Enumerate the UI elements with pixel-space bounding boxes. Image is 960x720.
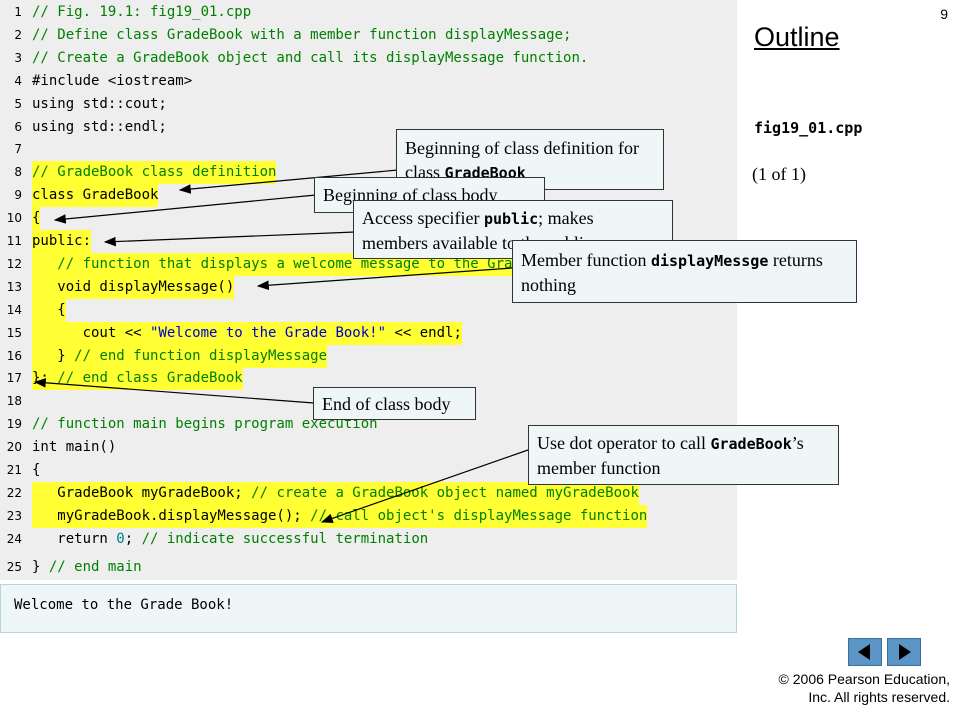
line-code: // GradeBook class definition: [32, 161, 277, 185]
program-output-text: Welcome to the Grade Book!: [14, 597, 234, 613]
line-number: 3: [14, 50, 22, 65]
code-line: 3 // Create a GradeBook object and call i…: [0, 47, 737, 70]
line-number: 5: [14, 96, 22, 111]
outline-link[interactable]: Outline: [754, 22, 840, 52]
code-line: 10 {: [0, 207, 737, 231]
line-number: 9: [14, 188, 22, 203]
copyright-line-1: 2006 Pearson Education,: [788, 671, 950, 687]
callout-code: GradeBook: [710, 435, 792, 453]
code-line: 21 {: [0, 459, 737, 482]
code-line: 23 myGradeBook.displayMessage(); // call…: [0, 504, 737, 528]
code-line: 14 {: [0, 298, 737, 322]
line-code: return 0; // indicate successful termina…: [32, 530, 429, 547]
code-line: 6 using std::endl;: [0, 116, 737, 139]
line-code: GradeBook myGradeBook; // create a Grade…: [32, 481, 639, 505]
triangle-right-icon: [899, 644, 911, 660]
line-number: 11: [6, 234, 22, 248]
line-number: 22: [6, 485, 22, 500]
line-number: 13: [6, 279, 22, 294]
line-code: // Fig. 19.1: fig19_01.cpp: [32, 4, 252, 20]
callout-text: Member function: [521, 250, 651, 270]
copyright-line-2: Inc. All rights reserved.: [808, 689, 950, 705]
code-line: 20 int main(): [0, 436, 737, 459]
line-number: 19: [6, 417, 22, 432]
line-code: // Create a GradeBook object and call it…: [32, 49, 589, 66]
previous-slide-button[interactable]: [848, 638, 882, 666]
line-code: } // end function displayMessage: [32, 344, 328, 368]
line-code: cout << "Welcome to the Grade Book!" << …: [32, 321, 462, 345]
triangle-left-icon: [858, 644, 870, 660]
line-code: } // end main: [32, 559, 142, 575]
code-line: 22 GradeBook myGradeBook; // create a Gr…: [0, 481, 737, 505]
line-number: 16: [6, 348, 22, 363]
code-line: 19 // function main begins program execut…: [0, 413, 737, 436]
page-indicator: (1 of 1): [752, 164, 806, 184]
line-number: 4: [14, 73, 22, 88]
line-code: using std::endl;: [32, 118, 167, 135]
line-code: #include <iostream>: [32, 72, 193, 89]
code-line: 16 } // end function displayMessage: [0, 344, 737, 368]
line-number: 20: [6, 440, 22, 455]
line-number: 12: [6, 256, 22, 271]
callout-text: End of class body: [322, 394, 451, 414]
line-number: 15: [6, 325, 22, 340]
line-code: // Define class GradeBook with a member …: [32, 26, 572, 43]
line-code: int main(): [32, 439, 117, 456]
callout-code: displayMessge: [650, 252, 769, 270]
line-code: {: [32, 462, 41, 478]
line-number: 1: [14, 5, 22, 19]
callout-class-definition: Beginning of class definition for class …: [396, 129, 664, 190]
line-code: class GradeBook: [32, 184, 159, 208]
copyright-notice: © 2006 Pearson Education, Inc. All right…: [779, 670, 950, 706]
code-line: 7: [0, 138, 737, 161]
program-output-panel: Welcome to the Grade Book!: [0, 584, 737, 633]
code-line: 11 public:: [0, 230, 737, 253]
line-number: 14: [6, 302, 22, 317]
code-line: 24 return 0; // indicate successful term…: [0, 528, 737, 551]
line-code: // function main begins program executio…: [32, 416, 378, 433]
code-line: 13 void displayMessage(): [0, 275, 737, 299]
callout-dot-operator: Use dot operator to call GradeBook’s mem…: [528, 425, 839, 485]
code-line: 15 cout << "Welcome to the Grade Book!" …: [0, 321, 737, 345]
line-number: 18: [6, 394, 22, 409]
code-line: 1 // Fig. 19.1: fig19_01.cpp: [0, 1, 737, 24]
line-number: 2: [14, 27, 22, 42]
line-code: public:: [32, 230, 92, 253]
callout-code: public: [483, 210, 539, 228]
file-name-label: fig19_01.cpp: [754, 119, 863, 137]
callout-text: ’s member function: [537, 433, 804, 478]
code-line: 4 #include <iostream>: [0, 70, 737, 93]
callout-member-function: Member function displayMessge returns no…: [512, 240, 857, 303]
copyright-icon: ©: [778, 671, 789, 687]
line-number: 10: [6, 211, 22, 226]
line-code: void displayMessage(): [32, 275, 235, 299]
line-number: 6: [14, 119, 22, 134]
code-line: 25 } // end main: [0, 556, 737, 579]
code-line: 2 // Define class GradeBook with a member…: [0, 24, 737, 47]
callout-text: returns nothing: [521, 250, 823, 295]
line-number: 25: [6, 560, 22, 574]
line-code: {: [32, 207, 41, 231]
line-number: 21: [6, 463, 22, 477]
line-code: }; // end class GradeBook: [32, 367, 243, 391]
line-code: using std::cout;: [32, 95, 167, 112]
line-number: 7: [14, 142, 22, 157]
line-code: {: [32, 298, 66, 322]
callout-text: Use dot operator to call: [537, 433, 711, 453]
line-number: 8: [14, 165, 22, 180]
code-line: 18: [0, 390, 737, 413]
line-number: 17: [6, 371, 22, 386]
callout-text: Access specifier: [362, 208, 484, 228]
line-number: 24: [6, 531, 22, 546]
code-line: 5 using std::cout;: [0, 93, 737, 116]
next-slide-button[interactable]: [887, 638, 921, 666]
line-code: myGradeBook.displayMessage(); // call ob…: [32, 504, 648, 528]
line-number: 23: [6, 508, 22, 523]
slide-number: 9: [940, 6, 948, 22]
callout-end-class-body: End of class body: [313, 387, 476, 420]
